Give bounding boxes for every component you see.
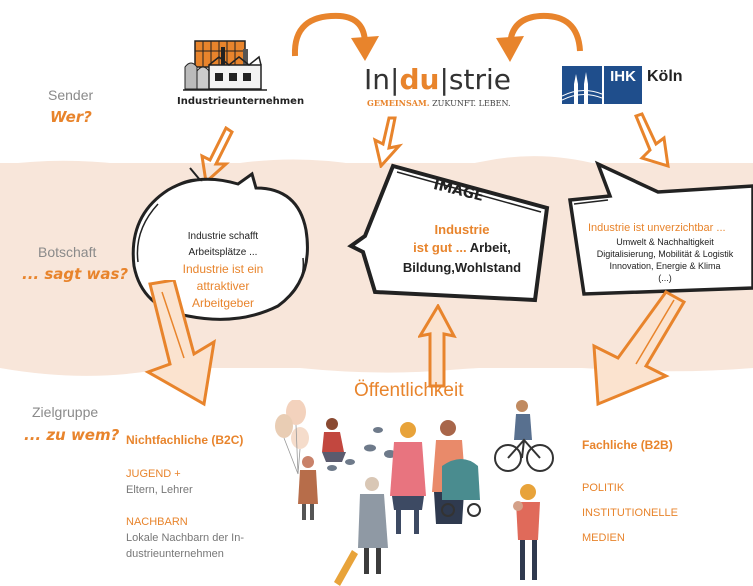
arrow-to-b2c [144,280,216,407]
crowd-illustration [275,400,554,586]
sender-label: Sender [48,87,94,103]
arrow-curve-right [496,12,583,62]
b2c-group2-text1: Lokale Nachbarn der In- [126,532,245,544]
left-message-line3: Industrie ist ein [182,262,264,276]
left-message-line4: attraktiver [196,279,250,293]
sender-question: Wer? [50,108,92,126]
logo-tagline: GEMEINSAM. ZUKUNFT. LEBEN. [367,98,511,108]
arrow-down-right [634,112,670,169]
left-message-line2: Arbeitsplätze ... [188,247,258,258]
speech-bubble-right [567,160,753,296]
left-message-line5: Arbeitgeber [191,296,255,310]
logo-tagline-dark: ZUKUNFT. LEBEN. [432,99,511,108]
arrow-to-public [418,304,457,388]
right-message-line4: Innovation, Energie & Klima [609,261,721,271]
b2b-item-politik: POLITIK [582,482,625,494]
arrow-down-center [372,116,404,168]
company-caption: Industrieunternehmen [177,96,305,107]
center-message-good: ist gut ... [413,240,467,255]
right-message-line3: Digitalisierung, Mobilität & Logistik [596,249,734,259]
b2c-group2-title: NACHBARN [126,516,188,528]
b2c-group2-text2: dustrieunternehmen [126,548,224,560]
message-label: Botschaft [38,244,97,260]
band-top-edge [0,156,753,171]
center-message-line1: Industrie [434,222,490,237]
audience-question: ... zu wem? [24,426,120,444]
audience-label: Zielgruppe [32,404,99,420]
center-message-line2: ist gut ... Arbeit, [380,240,544,255]
speech-bubble-center [347,163,550,303]
logo-du: du [399,63,440,96]
logo-tagline-orange: GEMEINSAM. [367,98,430,108]
b2c-group1-title: JUGEND + [126,468,181,480]
center-message-line3: Bildung,Wohlstand [402,260,522,275]
logo-in: In [364,63,391,96]
center-message-work: Arbeit, [469,240,511,255]
message-question: ... sagt was? [22,265,129,283]
right-message-line1: Industrie ist unverzichtbar ... [588,222,726,234]
arrow-down-left [200,126,234,184]
industrie-logo: In|du|strie [364,63,511,96]
ihk-city: Köln [647,68,683,85]
b2b-title: Fachliche (B2B) [582,438,673,452]
arrow-curve-left [291,12,379,61]
ihk-badge: IHK [604,66,642,104]
left-message-line1: Industrie schafft [187,231,259,242]
speech-bubble-left [131,167,309,321]
factory-icon [183,40,267,91]
right-message-line2: Umwelt & Nachhaltigkeit [616,237,714,247]
logo-strie: strie [448,63,511,96]
ihk-cathedral-icon [562,66,602,104]
b2c-title: Nichtfachliche (B2C) [126,433,244,447]
public-title: Öffentlichkeit [354,380,464,401]
right-message-line5: (...) [658,273,672,283]
b2b-item-medien: MEDIEN [582,532,625,544]
arrow-to-b2b [592,290,687,407]
b2b-item-institutionelle: INSTITUTIONELLE [582,507,678,519]
b2c-group1-text: Eltern, Lehrer [126,484,193,496]
